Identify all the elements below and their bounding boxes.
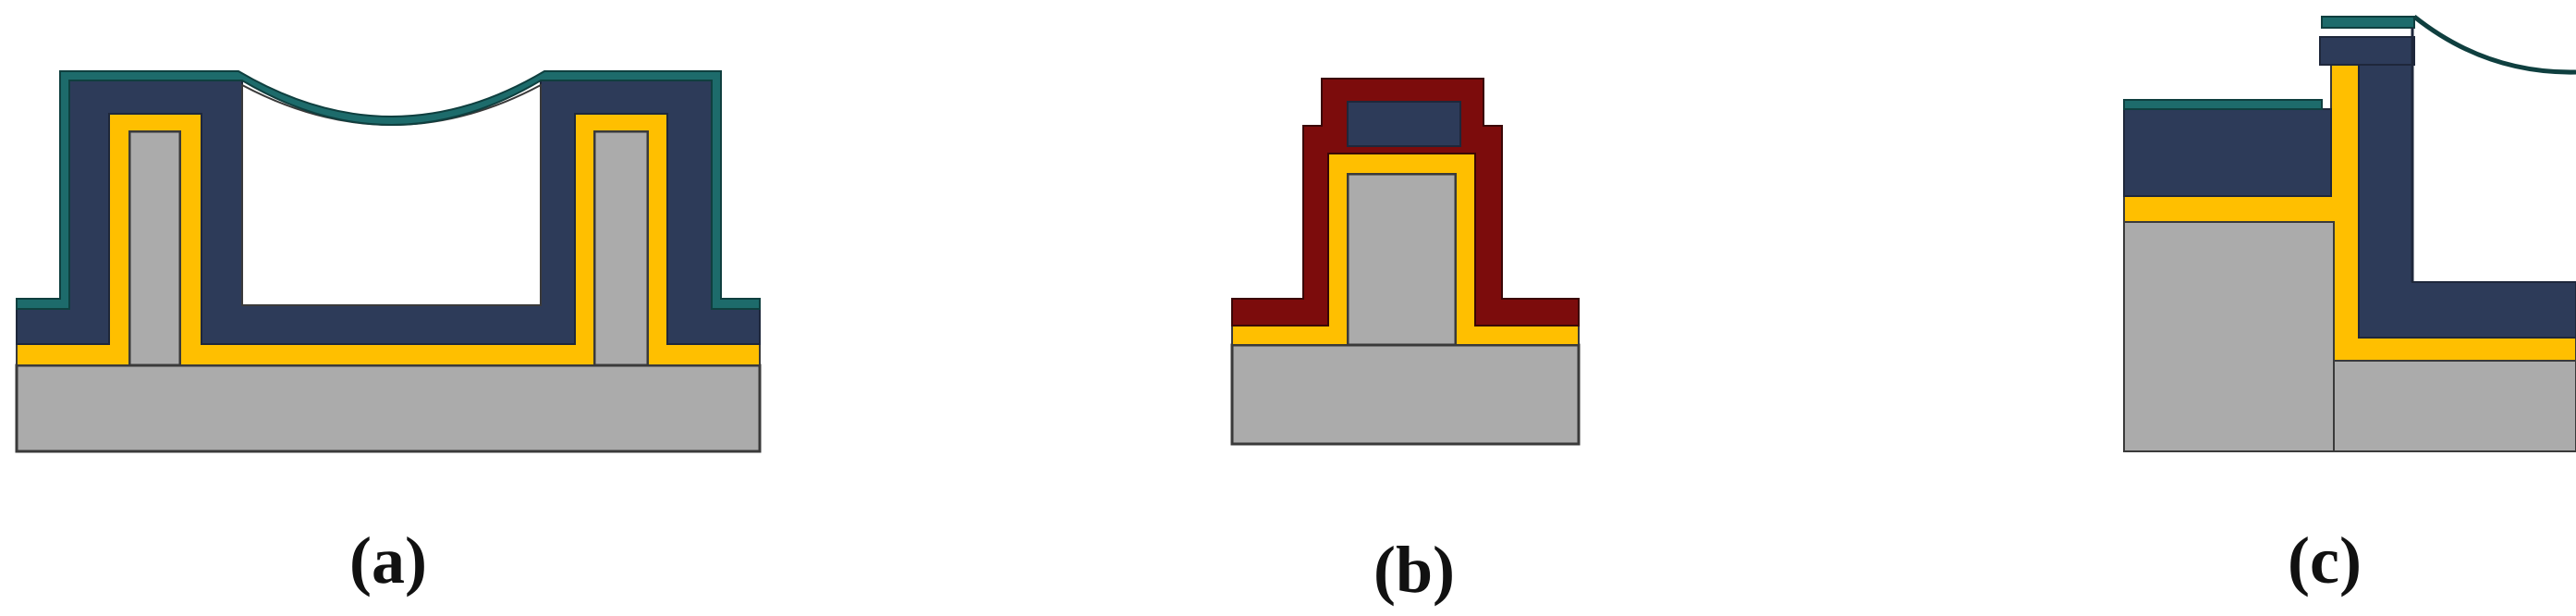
panel-c-navy-right [2358,59,2576,339]
panel-b-substrate [1230,343,1581,446]
panel-c-navy-left [2123,108,2332,197]
panel-c-curve [2412,15,2576,75]
panel-a-teal-coating [16,70,761,310]
caption-c: (c) [2288,524,2362,598]
caption-b: (b) [1373,533,1455,607]
panel-c-navy-nub [2319,36,2415,66]
panel-b [1230,78,1581,446]
panel-c-substrate-right [2333,360,2576,452]
caption-a: (a) [349,524,427,598]
panel-a-substrate [15,363,762,453]
panel-c-teal-top [2321,16,2415,29]
panel-a-pillar-left [128,129,182,367]
panel-b-navy-cap [1347,101,1461,147]
panel-b-pillar [1346,172,1458,347]
panel-c-substrate-left [2123,221,2335,452]
panel-c [2123,15,2576,452]
panel-a-pillar-right [592,129,650,367]
panel-a [15,70,762,453]
panel-b-red-layer [1231,78,1580,326]
panel-c-teal-top-left [2123,99,2323,110]
